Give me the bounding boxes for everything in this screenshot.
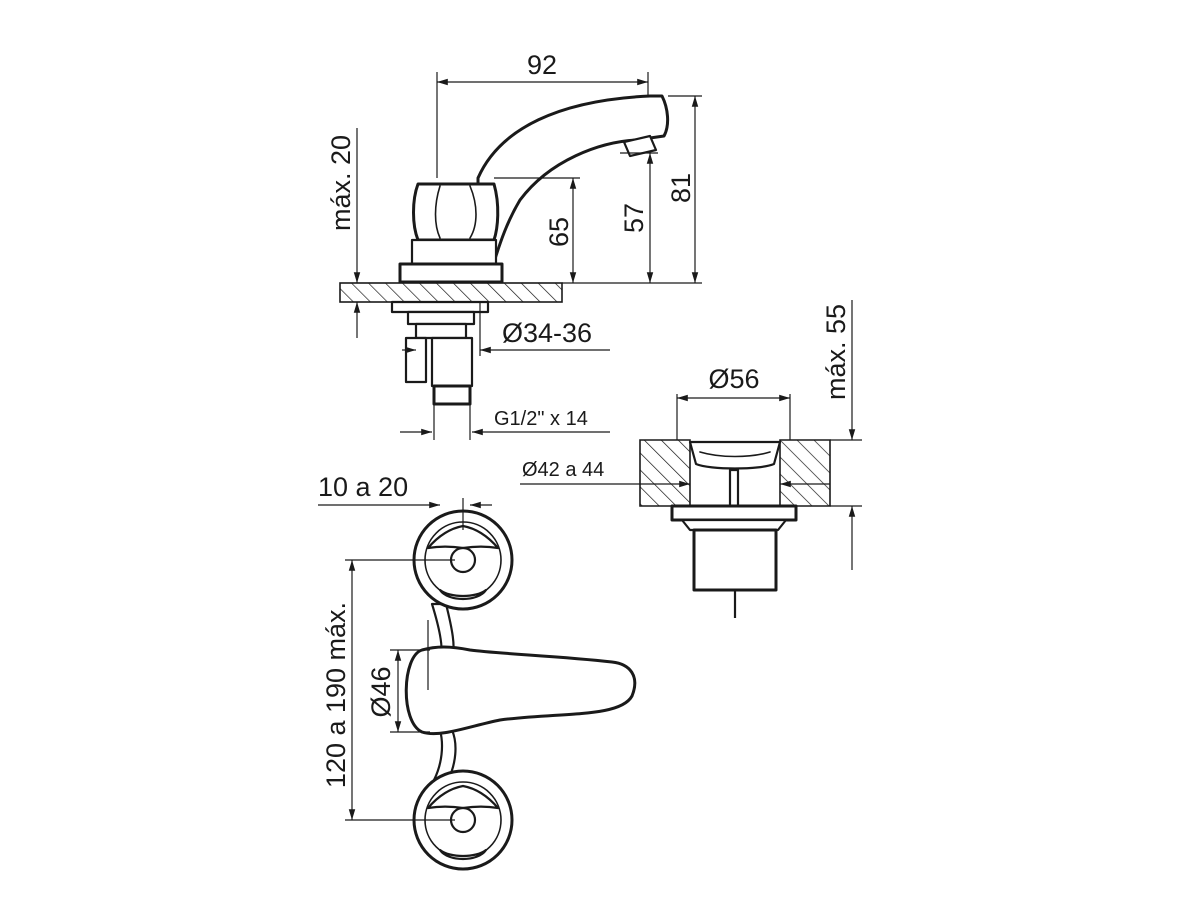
base-flange (398, 262, 504, 284)
lever-handle (404, 645, 637, 736)
threaded-shank (432, 384, 472, 406)
dim-label-65: 65 (544, 217, 574, 247)
dim-label-thread: G1/2" x 14 (494, 408, 588, 430)
dim-label-10-20: 10 a 20 (318, 472, 408, 502)
side-handle-knob (412, 182, 500, 242)
dim-label-81: 81 (666, 173, 696, 203)
dim-label-dia-34-36: Ø34-36 (502, 318, 592, 348)
drain-countertop-section (639, 439, 691, 507)
dim-label-max-55: máx. 55 (821, 304, 851, 400)
drain-body (692, 528, 778, 592)
countertop-section (339, 282, 563, 303)
dim-label-dia-42-44: Ø42 a 44 (522, 459, 604, 481)
dim-label-120-190: 120 a 190 máx. (321, 602, 351, 788)
faucet-top-view: 10 a 20 120 a 190 máx. Ø46 (318, 472, 637, 871)
aerator (622, 134, 658, 158)
dim-label-dia-46: Ø46 (366, 666, 396, 717)
dim-label-max-20: máx. 20 (326, 135, 356, 231)
dim-label-92: 92 (527, 50, 557, 80)
dim-label-57: 57 (619, 203, 649, 233)
drain-section-view: Ø56 Ø42 a 44 máx. 55 (520, 300, 862, 618)
dim-label-dia-56: Ø56 (708, 364, 759, 394)
spout (476, 94, 670, 264)
valve-body (410, 238, 498, 266)
faucet-side-view: 92 65 57 81 máx. 20 Ø34-36 G1/2" x 14 (326, 50, 702, 440)
drain-flange (670, 504, 798, 522)
